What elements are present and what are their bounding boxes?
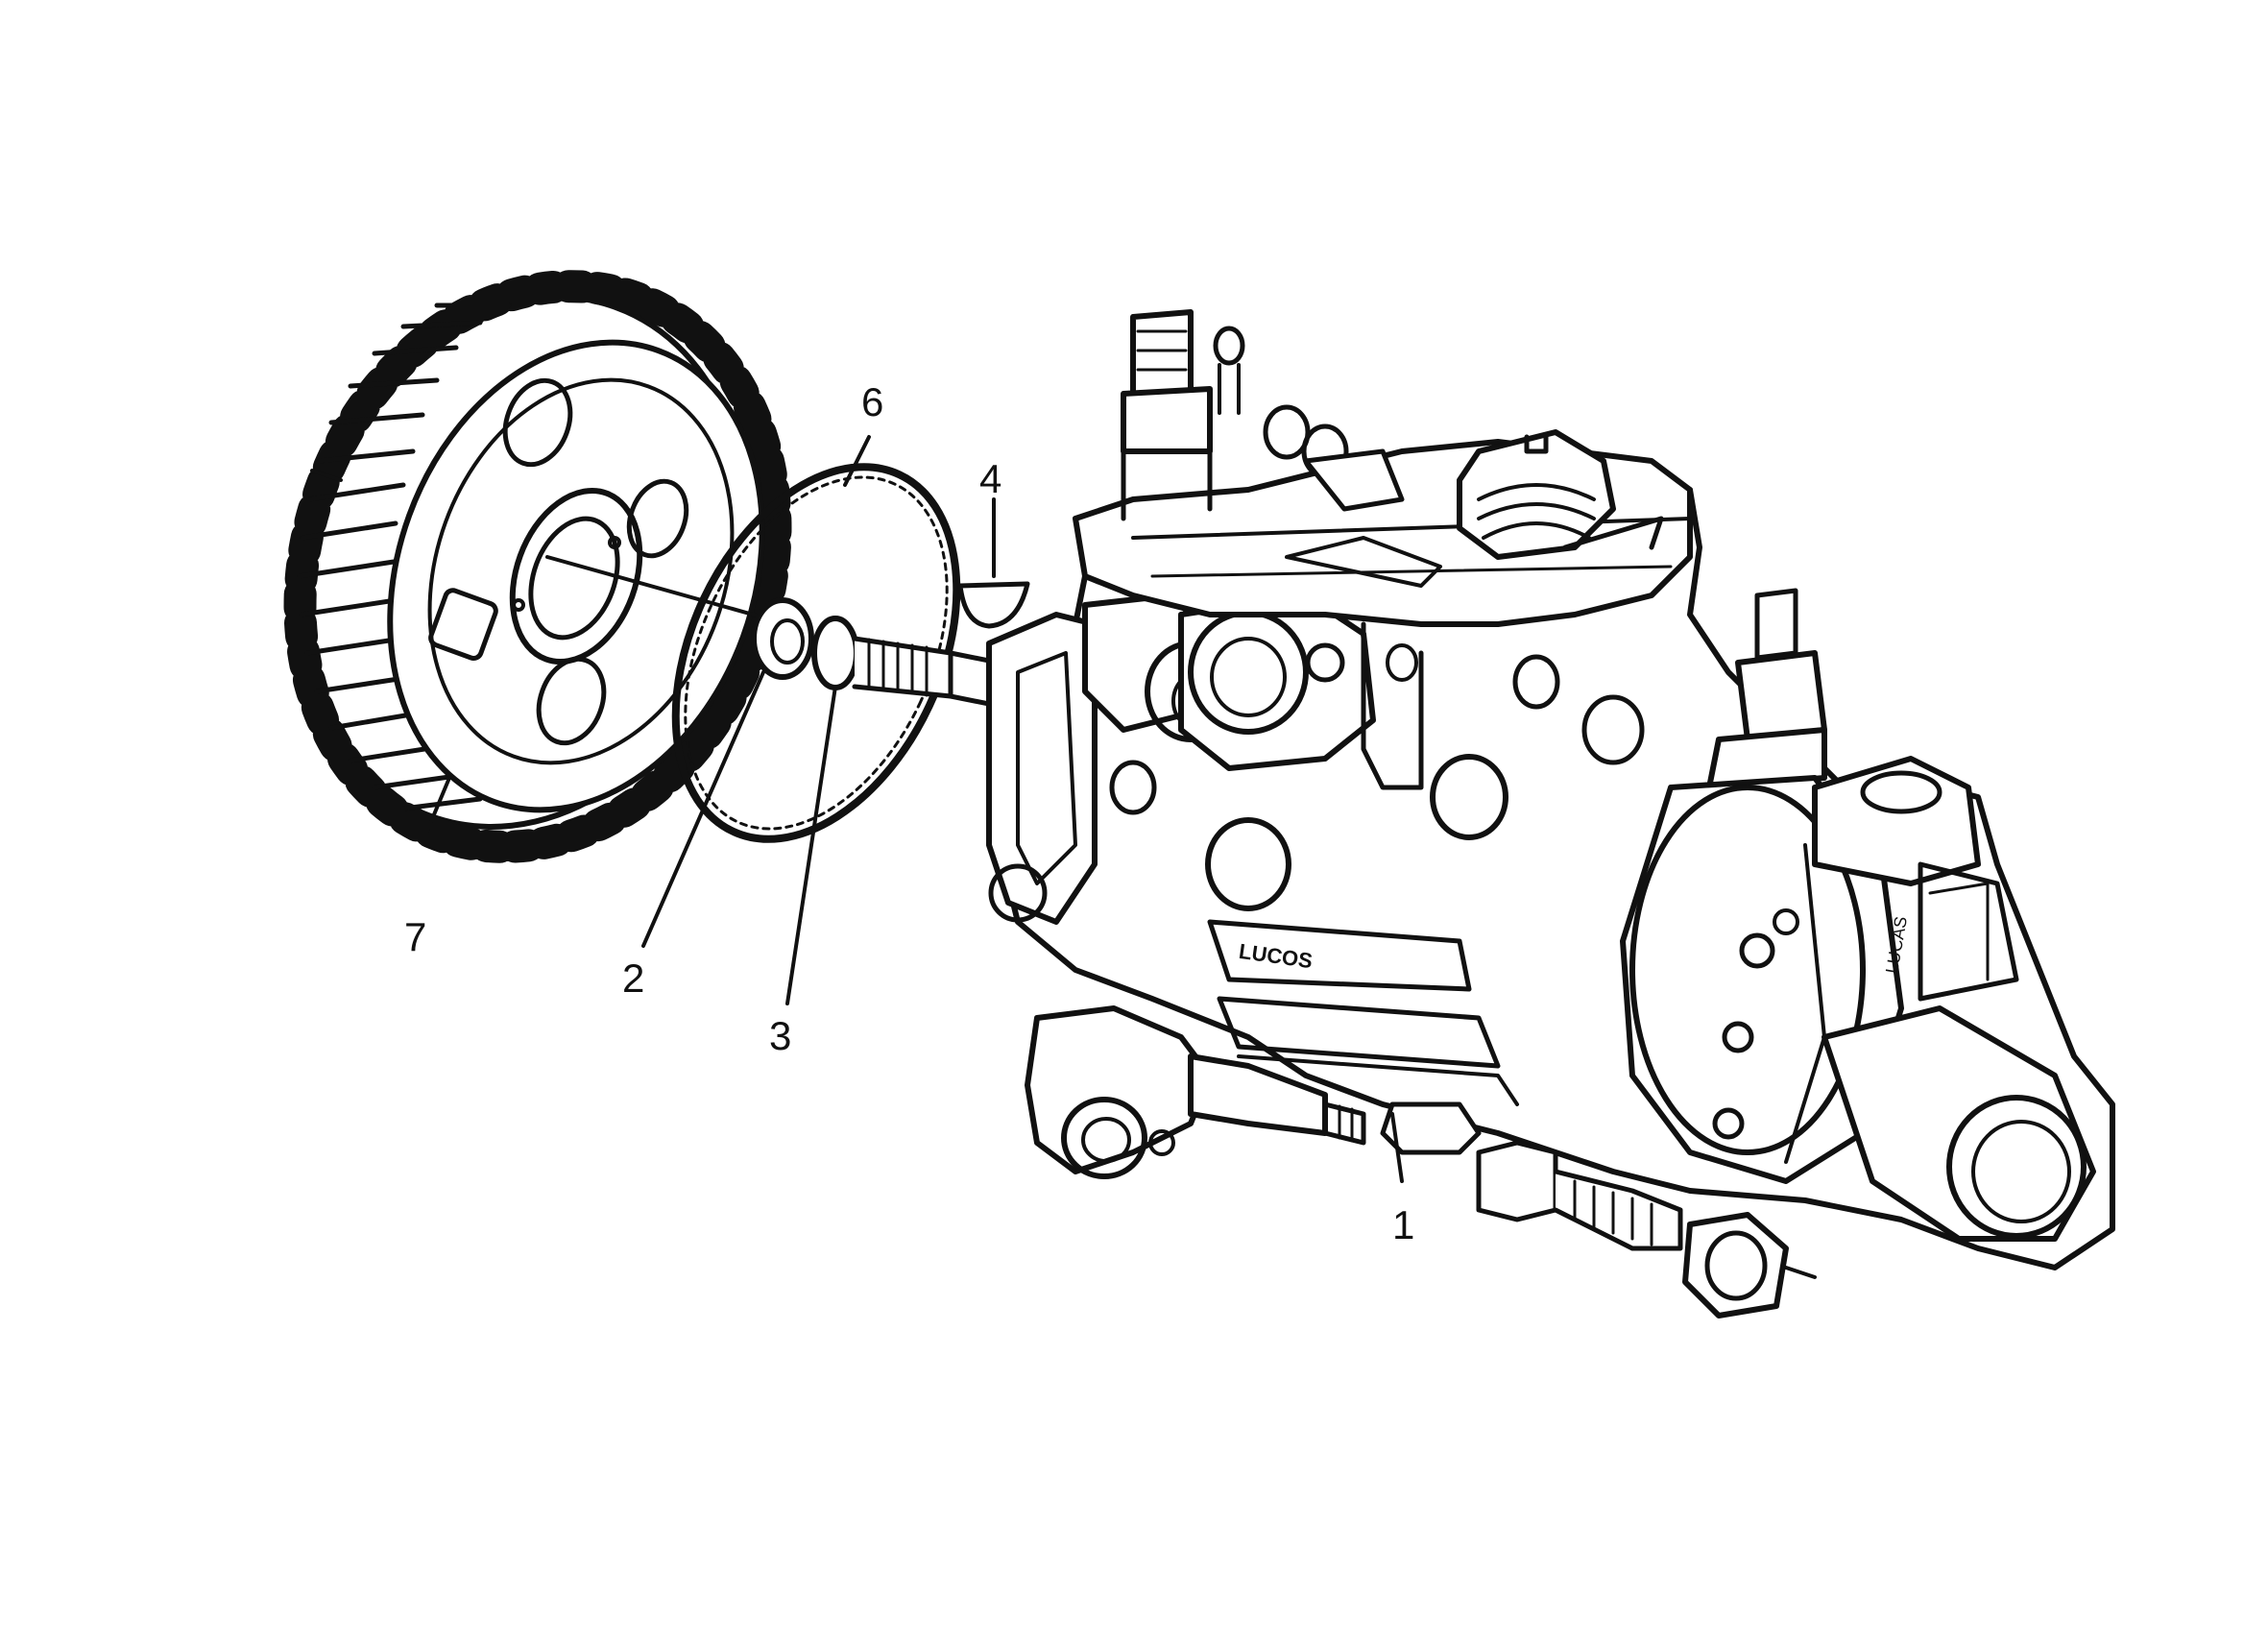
callout-3: 3: [769, 1013, 792, 1058]
callout-2: 2: [622, 956, 645, 1001]
callout-6: 6: [861, 379, 884, 424]
leader-line-7: [425, 776, 451, 833]
leader-line-2: [641, 670, 765, 948]
gear-tooth-faces: [297, 302, 512, 811]
leader-lines: [425, 435, 1404, 1183]
callout-4: 4: [979, 456, 1002, 501]
shaft-nut-washer: [751, 597, 1001, 709]
injection-pump-body: [986, 309, 2115, 1318]
leader-line-3: [785, 685, 837, 1005]
gasket-ring: [671, 463, 961, 843]
woodruff-key: [957, 581, 1030, 629]
leader-line-6: [843, 435, 871, 487]
leader-line-1: [1390, 1112, 1404, 1183]
callout-7: 7: [404, 914, 427, 959]
drive-gear: [283, 270, 792, 863]
callout-1: 1: [1392, 1202, 1415, 1247]
